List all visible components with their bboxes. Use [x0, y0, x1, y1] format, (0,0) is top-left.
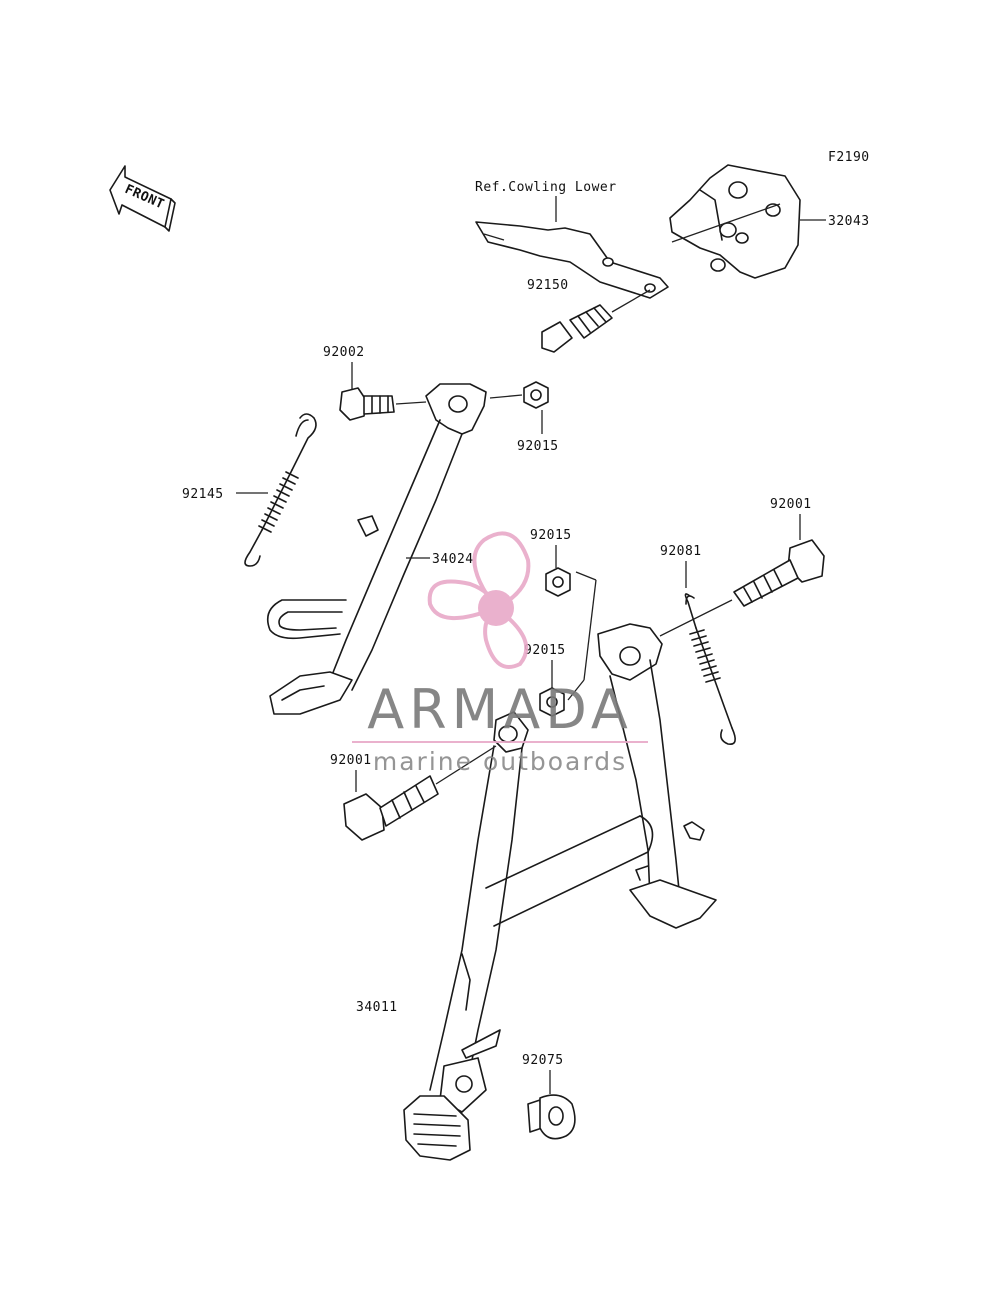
figure-code: F2190 — [828, 150, 870, 165]
label-92015-top: 92015 — [517, 439, 559, 454]
part-34011-center-stand — [403, 623, 717, 1161]
label-92015-low: 92015 — [524, 643, 566, 658]
part-92081-spring — [684, 593, 736, 745]
assembly-guide-upper — [575, 571, 597, 581]
label-34011: 34011 — [356, 1000, 398, 1015]
part-34024-side-stand — [266, 383, 487, 715]
label-92002: 92002 — [323, 345, 365, 360]
part-92150-bolt — [541, 289, 651, 353]
reference-note: Ref.Cowling Lower — [475, 180, 617, 195]
part-92001-left-bolt — [343, 745, 497, 841]
part-92015-mid-nut — [545, 567, 571, 597]
label-92001-left: 92001 — [330, 753, 372, 768]
label-92001-right: 92001 — [770, 497, 812, 512]
label-92081: 92081 — [660, 544, 702, 559]
part-92001-right-bolt — [659, 539, 825, 637]
cowling-lower-part — [475, 221, 669, 299]
watermark-tagline: marine outboards — [373, 747, 627, 776]
label-92150: 92150 — [527, 278, 569, 293]
part-32043-bracket — [669, 164, 801, 279]
label-34024: 34024 — [432, 552, 474, 567]
assembly-guide-vertical — [583, 579, 597, 681]
part-92002-bolt — [339, 387, 427, 421]
watermark-brand: ARMADA — [367, 678, 633, 741]
label-92075: 92075 — [522, 1053, 564, 1068]
part-92015-low-nut — [539, 687, 565, 717]
armada-watermark-logo: ARMADA marine outboards — [352, 531, 648, 776]
label-32043: 32043 — [828, 214, 870, 229]
label-92015-mid: 92015 — [530, 528, 572, 543]
label-92145: 92145 — [182, 487, 224, 502]
part-92075-stopper — [527, 1094, 576, 1140]
assembly-guide-lower — [567, 679, 585, 701]
part-92145-spring — [244, 413, 317, 567]
front-arrow-icon: FRONT — [109, 165, 176, 232]
part-92015-top-nut — [489, 381, 549, 409]
propeller-icon — [427, 531, 531, 669]
